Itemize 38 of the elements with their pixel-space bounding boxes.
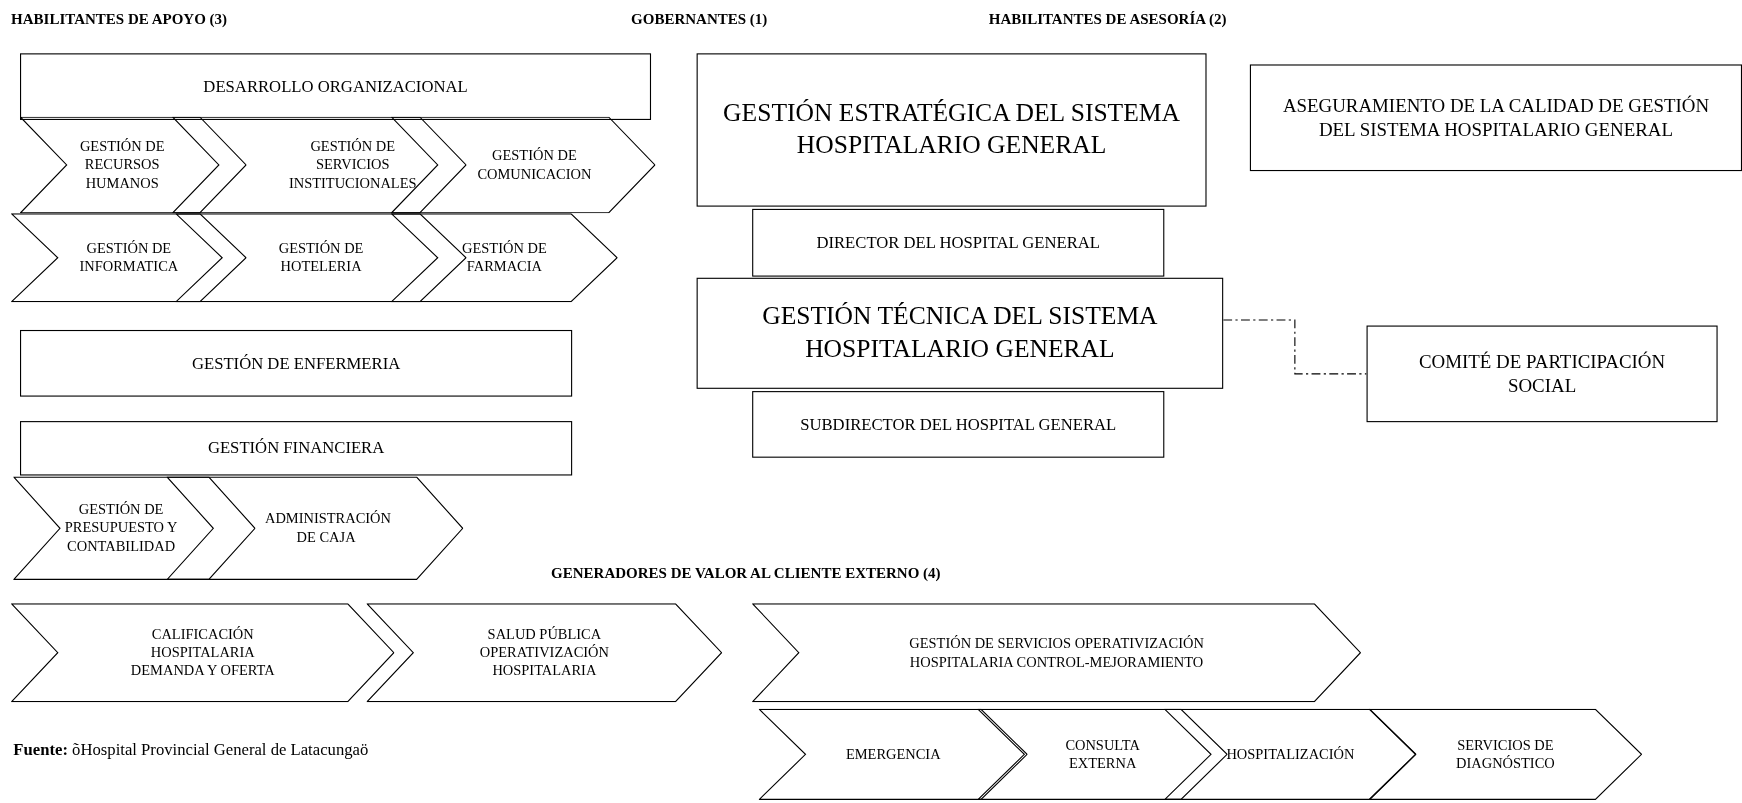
process-box: [1366, 325, 1718, 423]
process-label: CONSULTA EXTERNA: [1064, 736, 1141, 773]
section-heading: HABILITANTES DE APOYO (3): [11, 11, 228, 29]
process-label: COMITÉ DE PARTICIPACIÓN SOCIAL: [1417, 350, 1667, 398]
process-box: [696, 277, 1224, 389]
process-box: [20, 53, 652, 120]
section-heading: GOBERNANTES (1): [631, 11, 768, 29]
section-heading: GENERADORES DE VALOR AL CLIENTE EXTERNO (4): [551, 564, 941, 583]
process-box: [20, 329, 573, 397]
process-box: [752, 391, 1165, 458]
process-box: [752, 208, 1165, 277]
process-label: GESTIÓN FINANCIERA: [206, 437, 386, 459]
process-label: ASEGURAMIENTO DE LA CALIDAD DE GESTIÓN DEL SISTEMA HOSPITALARIO GENERAL: [1281, 94, 1711, 142]
process-label: GESTIÓN DE COMUNICACION: [476, 146, 593, 184]
process-label: GESTIÓN DE PRESUPUESTO Y CONTABILIDAD: [63, 501, 179, 556]
source-note: Fuente: õHospital Provincial General de Latacungaö: [13, 741, 369, 760]
connector-line: [1222, 319, 1368, 375]
process-label: GESTIÓN DE ENFERMERIA: [190, 353, 402, 374]
process-label: DIRECTOR DEL HOSPITAL GENERAL: [815, 232, 1102, 254]
process-label: GESTIÓN DE SERVICIOS OPERATIVIZACIÓN HOSPITALARIA CONTROL-MEJORAMIENTO: [908, 634, 1205, 671]
process-label: GESTIÓN DE INFORMATICA: [78, 239, 180, 276]
process-label: GESTIÓN DE FARMACIA: [461, 239, 548, 276]
process-box: [20, 421, 573, 476]
process-box: [1249, 64, 1742, 172]
section-heading: HABILITANTES DE ASESORÍA (2): [988, 11, 1227, 29]
process-label: DESARROLLO ORGANIZACIONAL: [202, 76, 469, 98]
process-label: CALIFICACIÓN HOSPITALARIA DEMANDA Y OFERTA: [129, 625, 276, 680]
process-label: SERVICIOS DE DIAGNÓSTICO: [1455, 736, 1556, 773]
process-label: HOSPITALIZACIÓN: [1225, 745, 1356, 764]
process-label: GESTIÓN DE SERVICIOS INSTITUCIONALES: [287, 137, 418, 193]
process-label: GESTIÓN DE HOTELERIA: [277, 239, 365, 276]
process-label: EMERGENCIA: [844, 745, 942, 764]
process-label: GESTIÓN TÉCNICA DEL SISTEMA HOSPITALARIO GENERAL: [761, 301, 1159, 365]
process-label: GESTIÓN ESTRATÉGICA DEL SISTEMA HOSPITALARIO GENERAL: [722, 98, 1181, 161]
process-label: SUBDIRECTOR DEL HOSPITAL GENERAL: [799, 414, 1118, 435]
process-box: [696, 53, 1207, 207]
process-label: GESTIÓN DE RECURSOS HUMANOS: [78, 137, 166, 193]
process-label: SALUD PÚBLICA OPERATIVIZACIÓN HOSPITALARIA: [478, 625, 610, 680]
